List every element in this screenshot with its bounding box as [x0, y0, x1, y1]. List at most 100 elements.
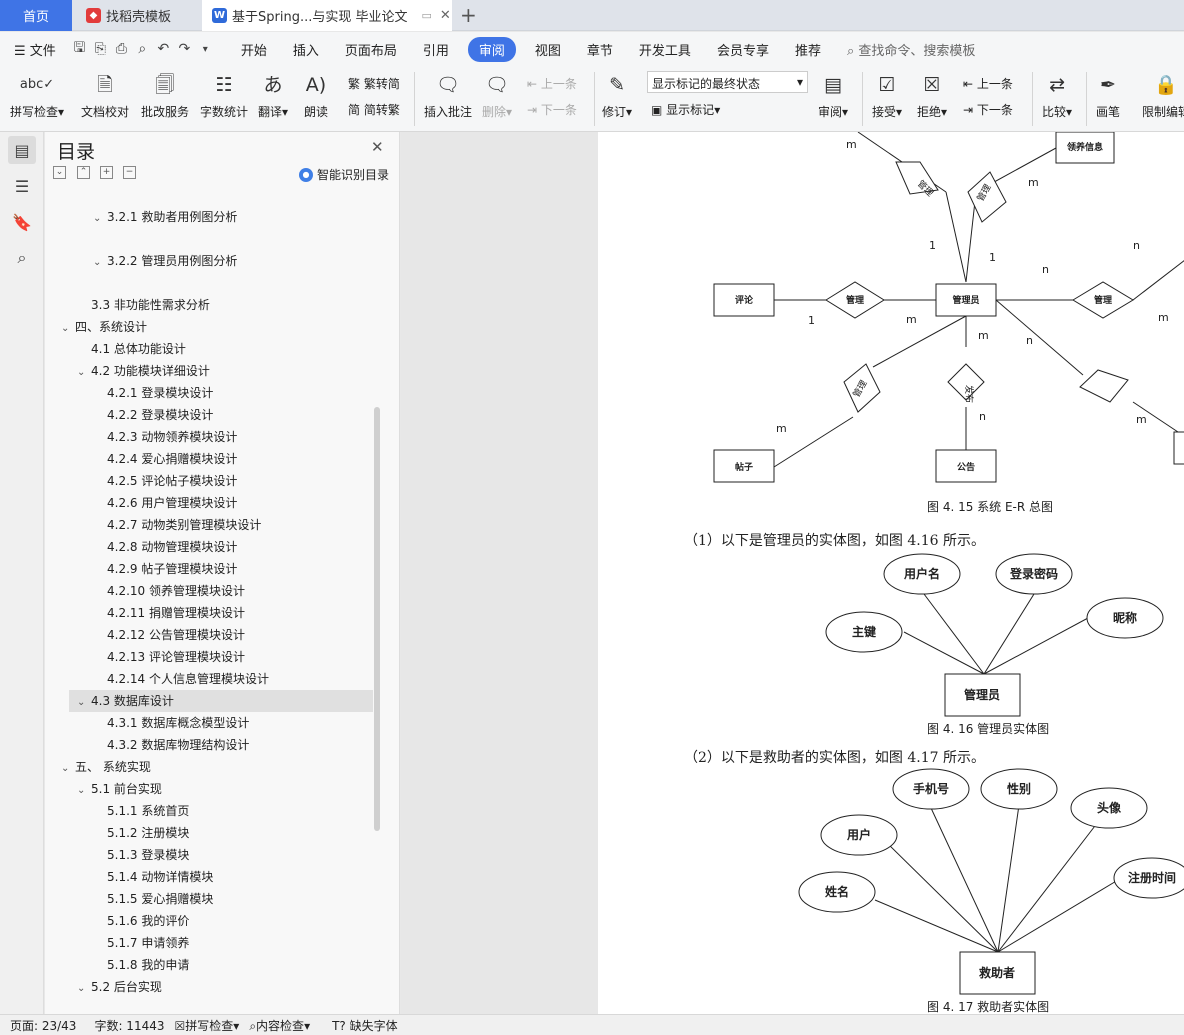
toc-item[interactable]: 4.2.11 捐赠管理模块设计 [93, 602, 245, 624]
chevron-down-icon[interactable]: ⌄ [61, 763, 70, 774]
prev-comment-button[interactable]: ⇤ 上一条 [527, 75, 577, 92]
close-icon[interactable]: ✕ [371, 138, 384, 156]
show-markup-button[interactable]: ▣ 显示标记▾ [651, 103, 721, 117]
chevron-down-icon[interactable]: ⌄ [77, 697, 86, 708]
trad-to-simp-button[interactable]: 繁 繁转简 [348, 75, 400, 92]
revise-button[interactable]: ✎修订▾ [602, 74, 633, 119]
toc-item[interactable]: 4.3.2 数据库物理结构设计 [93, 734, 249, 756]
toc-scrollbar[interactable] [374, 407, 380, 831]
spell-check-status[interactable]: ☒拼写检查▾ [174, 1018, 240, 1033]
toc-item[interactable]: 4.3.1 数据库概念模型设计 [93, 712, 249, 734]
word-count-button[interactable]: ☷字数统计 [200, 72, 248, 120]
menu-review[interactable]: 审阅 [467, 36, 516, 62]
menu-start[interactable]: 开始 [240, 43, 267, 59]
print-icon[interactable]: ⎙ [115, 41, 127, 57]
toc-item[interactable]: 4.1 总体功能设计 [77, 338, 186, 360]
missing-font-status[interactable]: T? 缺失字体 [332, 1017, 398, 1034]
toc-item[interactable]: 5.1.4 动物详情模块 [93, 866, 213, 888]
chevron-down-icon[interactable]: ⌄ [77, 983, 86, 994]
smart-toc-button[interactable]: ●智能识别目录 [299, 166, 389, 183]
toc-item[interactable]: 4.2.7 动物类别管理模块设计 [93, 514, 261, 536]
batch-service-button[interactable]: 🗐批改服务 [141, 72, 189, 120]
toc-item[interactable]: 4.2.5 评论帖子模块设计 [93, 470, 237, 492]
toc-item[interactable]: 4.2.4 爱心捐赠模块设计 [93, 448, 237, 470]
window-icon[interactable]: ▭ [421, 9, 432, 22]
search-box[interactable]: ⌕ 查找命令、搜索模板 [834, 40, 988, 59]
delete-comment-button[interactable]: 🗨删除▾ [482, 74, 513, 119]
page-indicator[interactable]: 页面: 23/43 [10, 1018, 77, 1033]
toc-item[interactable]: 4.2.8 动物管理模块设计 [93, 536, 237, 558]
menu-file[interactable]: ☰ 文件 [14, 43, 56, 59]
toc-item[interactable]: 5.1.1 系统首页 [93, 800, 189, 822]
simp-to-trad-button[interactable]: 简 简转繁 [348, 101, 400, 118]
toc-item[interactable]: ⌄4.3 数据库设计 [69, 690, 373, 712]
toc-item[interactable]: ⌄四、系统设计 [61, 316, 147, 338]
chevron-down-icon[interactable]: ⌄ [93, 257, 102, 268]
chevron-down-icon[interactable]: ⌄ [61, 323, 70, 334]
toc-item[interactable]: 4.2.12 公告管理模块设计 [93, 624, 245, 646]
toc-item[interactable]: 4.2.14 个人信息管理模块设计 [93, 668, 269, 690]
toc-item[interactable]: 5.1.5 爱心捐赠模块 [93, 888, 213, 910]
word-count[interactable]: 字数: 11443 [94, 1018, 165, 1033]
menu-view[interactable]: 视图 [534, 43, 561, 59]
next-comment-button[interactable]: ⇥ 下一条 [527, 101, 577, 118]
menu-chapter[interactable]: 章节 [586, 43, 613, 59]
accept-button[interactable]: ☑接受▾ [872, 74, 903, 119]
restrict-edit-button[interactable]: 🔒限制编辑 [1142, 72, 1184, 120]
close-tab-icon[interactable]: ✕ [439, 8, 451, 23]
undo-icon[interactable]: ↶ [157, 41, 170, 57]
toc-item[interactable]: ⌄3.2.1 救助者用例图分析 [93, 206, 237, 228]
add-tab-icon[interactable]: + [460, 3, 477, 27]
toc-item[interactable]: 5.1.3 登录模块 [93, 844, 189, 866]
expand-icon[interactable]: ⌃ [77, 166, 90, 179]
next-change-button[interactable]: ⇥ 下一条 [963, 101, 1013, 118]
toc-item[interactable]: 4.2.3 动物领养模块设计 [93, 426, 237, 448]
toc-item[interactable]: 5.1.6 我的评价 [93, 910, 189, 932]
export-icon[interactable]: ⎘ [94, 41, 106, 57]
toc-item[interactable]: 3.3 非功能性需求分析 [77, 294, 210, 316]
toc-item[interactable]: 4.2.10 领养管理模块设计 [93, 580, 245, 602]
content-check-status[interactable]: ⌕内容检查▾ [249, 1018, 311, 1033]
save-icon[interactable]: 🖫 [73, 40, 86, 56]
markup-state-select[interactable]: 显示标记的最终状态▾ [647, 71, 808, 93]
tab-template[interactable]: ◆ 找稻壳模板 [74, 0, 200, 31]
review-button[interactable]: ▤审阅▾ [818, 74, 849, 119]
menu-insert[interactable]: 插入 [292, 43, 319, 59]
spell-check-button[interactable]: abc✓拼写检查▾ [10, 72, 64, 120]
collapse-all-icon[interactable]: ⌄ [53, 166, 66, 179]
toc-item[interactable]: ⌄5.1 前台实现 [77, 778, 162, 800]
compare-button[interactable]: ⇄比较▾ [1042, 74, 1073, 119]
toc-item[interactable]: 4.2.2 登录模块设计 [93, 404, 213, 426]
toc-item[interactable]: 4.2.13 评论管理模块设计 [93, 646, 245, 668]
toc-item[interactable]: 5.1.7 申请领养 [93, 932, 189, 954]
tab-document[interactable]: W 基于Spring...与实现 毕业论文 ▭ ✕ [202, 0, 452, 31]
reject-button[interactable]: ☒拒绝▾ [917, 74, 948, 119]
search-icon[interactable]: ⌕ [17, 248, 27, 267]
outline-icon[interactable]: ☰ [14, 176, 30, 196]
tab-home[interactable]: 首页 [0, 0, 72, 31]
prev-change-button[interactable]: ⇤ 上一条 [963, 75, 1013, 92]
menu-recommend[interactable]: 推荐 [794, 43, 821, 59]
preview-icon[interactable]: ⌕ [138, 41, 147, 57]
toc-item[interactable]: 4.2.6 用户管理模块设计 [93, 492, 237, 514]
toc-item[interactable]: ⌄3.2.2 管理员用例图分析 [93, 250, 237, 272]
toc-item[interactable]: ⌄五、 系统实现 [61, 756, 151, 778]
bookmark-icon[interactable]: 🔖 [12, 212, 32, 232]
toc-item[interactable]: 5.1.8 我的申请 [93, 954, 189, 976]
add-heading-icon[interactable]: + [100, 166, 113, 179]
translate-button[interactable]: あ翻译▾ [258, 74, 289, 119]
menu-reference[interactable]: 引用 [422, 43, 449, 59]
redo-icon[interactable]: ↷ [178, 41, 191, 57]
toc-item[interactable]: 4.2.1 登录模块设计 [93, 382, 213, 404]
toc-item[interactable]: ⌄5.2 后台实现 [77, 976, 162, 998]
toc-item[interactable]: 4.2.9 帖子管理模块设计 [93, 558, 237, 580]
chevron-down-icon[interactable]: ▾ [202, 43, 208, 55]
menu-member[interactable]: 会员专享 [716, 43, 769, 59]
chevron-down-icon[interactable]: ⌄ [93, 213, 102, 224]
doc-proof-button[interactable]: 🗎文档校对 [81, 72, 129, 120]
remove-heading-icon[interactable]: − [123, 166, 136, 179]
menu-layout[interactable]: 页面布局 [344, 43, 397, 59]
read-aloud-button[interactable]: A)朗读 [304, 72, 328, 120]
toc-icon[interactable]: ▤ [8, 136, 36, 164]
toc-item[interactable]: ⌄4.2 功能模块详细设计 [77, 360, 210, 382]
